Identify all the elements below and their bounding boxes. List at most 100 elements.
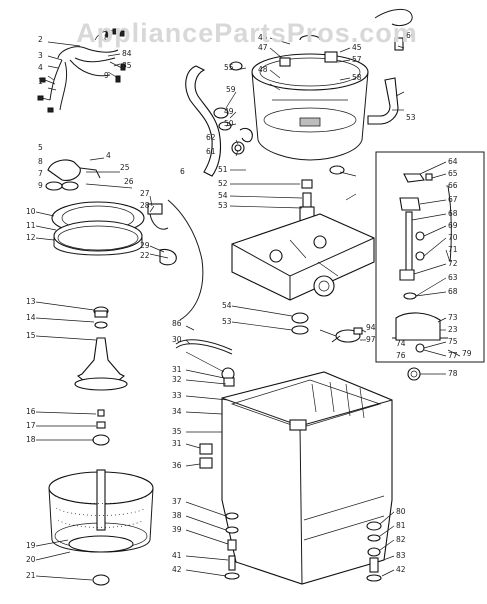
callout-25: 25	[120, 163, 130, 172]
callout-83: 85	[122, 61, 132, 70]
callout-63: 65	[448, 169, 458, 178]
callout-60: 62	[206, 133, 216, 142]
callout-51b: 53	[222, 317, 232, 326]
callout-45: 47	[258, 43, 268, 52]
callout-8b: 8	[38, 157, 43, 166]
callout-23: 23	[448, 325, 458, 334]
callout-44: 46	[258, 33, 268, 42]
callout-5: 5	[38, 143, 43, 152]
callout-41: 41	[172, 551, 182, 560]
callout-65: 67	[448, 195, 458, 204]
callout-49: 51	[218, 165, 228, 174]
inset-box	[375, 151, 485, 381]
callout-35: 35	[172, 427, 182, 436]
callout-8: 8	[104, 33, 109, 42]
callout-labels: 2 3 4 1 84 85 8 9 46 47 48 45 57 58 60 5…	[26, 31, 472, 580]
callout-4: 4	[38, 63, 43, 72]
hose-clamps	[45, 159, 101, 191]
callout-21: 21	[26, 571, 36, 580]
outer-tub	[251, 9, 413, 161]
callout-59: 61	[206, 147, 216, 156]
callout-61: 63	[448, 273, 458, 282]
callout-9b: 9	[38, 181, 43, 190]
callout-17: 17	[26, 421, 36, 430]
callout-82: 84	[122, 49, 132, 58]
callout-39: 39	[172, 525, 182, 534]
callout-64: 66	[448, 181, 458, 190]
leader-lines	[35, 37, 461, 581]
callout-1: 1	[38, 77, 43, 86]
callout-56: 58	[352, 73, 362, 82]
callout-4b: 4	[106, 151, 111, 160]
drain-hose	[185, 61, 253, 177]
callout-74: 76	[396, 351, 406, 360]
callout-9: 9	[104, 71, 109, 80]
spin-basket	[48, 469, 154, 586]
callout-31b: 31	[172, 439, 182, 448]
callout-26: 26	[124, 177, 134, 186]
callout-3: 3	[38, 51, 43, 60]
callout-52: 54	[218, 191, 228, 200]
callout-12: 12	[26, 233, 36, 242]
tub-cover	[51, 201, 145, 256]
callout-66: 68	[448, 209, 458, 218]
callout-84: 86	[172, 319, 182, 328]
callout-11: 11	[26, 221, 36, 230]
callout-37: 37	[172, 497, 182, 506]
callout-85: 94	[366, 323, 376, 332]
callout-18: 18	[26, 435, 36, 444]
callout-55: 57	[352, 55, 362, 64]
callout-42b: 42	[396, 565, 406, 574]
callout-80: 82	[396, 535, 406, 544]
callout-34: 34	[172, 407, 182, 416]
callout-38: 38	[172, 511, 182, 520]
callout-67: 69	[448, 221, 458, 230]
callout-51: 53	[218, 201, 228, 210]
top-hose-and-parts	[175, 339, 235, 387]
callout-42a: 42	[172, 565, 182, 574]
callout-75: 77	[448, 351, 458, 360]
callout-53: 55	[224, 63, 234, 72]
pressure-switch	[331, 327, 363, 343]
callout-77: 79	[462, 349, 472, 358]
callout-71: 73	[448, 313, 458, 322]
callout-81: 83	[396, 551, 406, 560]
callout-33: 33	[172, 391, 182, 400]
callout-51-top: 53	[406, 113, 416, 122]
callout-43: 45	[352, 43, 362, 52]
callout-27: 27	[140, 189, 150, 198]
callout-29: 29	[140, 241, 150, 250]
callout-6: 6	[180, 167, 185, 176]
callout-66b: 68	[448, 287, 458, 296]
callout-86: 97	[366, 335, 376, 344]
callout-69: 71	[448, 245, 458, 254]
callout-7: 7	[38, 169, 43, 178]
callout-50: 52	[218, 179, 228, 188]
drain-pipe	[367, 37, 404, 125]
callout-48: 50	[224, 119, 234, 128]
wiring-harness	[37, 28, 126, 113]
callout-19: 19	[26, 541, 36, 550]
callout-13: 13	[26, 297, 36, 306]
callout-46: 48	[258, 65, 268, 74]
callout-68: 70	[448, 233, 458, 242]
callout-16: 16	[26, 407, 36, 416]
callout-62: 64	[448, 157, 458, 166]
callout-76: 78	[448, 369, 458, 378]
callout-2: 2	[38, 35, 43, 44]
callout-31a: 31	[172, 365, 182, 374]
wire-harness-lid-switch	[147, 199, 204, 321]
callout-14: 14	[26, 313, 36, 322]
agitator-parts	[74, 306, 128, 446]
callout-10: 10	[26, 207, 36, 216]
callout-52b: 54	[222, 301, 232, 310]
callout-79: 81	[396, 521, 406, 530]
callout-70: 72	[448, 259, 458, 268]
callout-78: 80	[396, 507, 406, 516]
callout-22: 22	[140, 251, 150, 260]
callout-28: 28	[140, 201, 150, 210]
transmission-plate	[231, 165, 375, 335]
callout-20: 20	[26, 555, 36, 564]
